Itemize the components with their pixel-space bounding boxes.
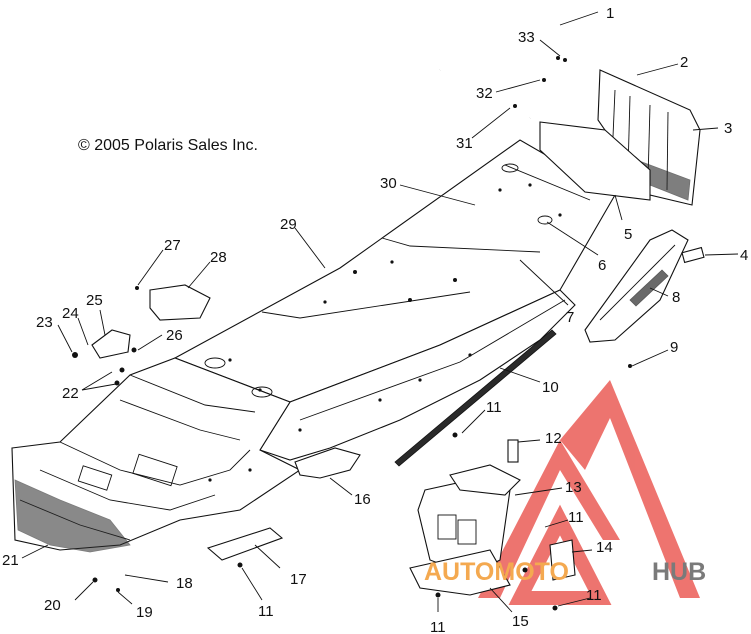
callout-23: 23 (36, 314, 53, 331)
callout-labels: 1 2 3 4 5 6 7 8 9 10 11 12 13 14 15 16 1… (2, 5, 748, 634)
callout-18: 18 (176, 575, 193, 592)
callout-11c: 11 (258, 603, 274, 620)
callout-19: 19 (136, 604, 153, 621)
callout-15: 15 (512, 613, 529, 630)
callout-3: 3 (724, 120, 732, 137)
watermark-hub: HUB (652, 558, 706, 586)
rear-plate (539, 121, 651, 201)
leader-lines (21, 11, 739, 613)
callout-11e: 11 (586, 587, 602, 604)
bracket-25 (91, 329, 131, 359)
callout-12: 12 (545, 430, 562, 447)
callout-28: 28 (210, 249, 227, 266)
chassis-tunnel (11, 139, 616, 553)
callout-33: 33 (518, 29, 535, 46)
skid-plate (409, 549, 511, 596)
watermark-auto: AUTOMOTO (424, 558, 569, 586)
callout-14: 14 (596, 539, 613, 556)
small-plate (549, 539, 576, 581)
callout-8: 8 (672, 289, 680, 306)
callout-27: 27 (164, 237, 181, 254)
callout-29: 29 (280, 216, 297, 233)
callout-24: 24 (62, 305, 79, 322)
callout-17: 17 (290, 571, 307, 588)
cover-plate (206, 527, 284, 561)
callout-6: 6 (598, 257, 606, 274)
callout-22: 22 (62, 385, 79, 402)
clip-12 (507, 439, 519, 463)
callout-21: 21 (2, 552, 19, 569)
callout-13: 13 (565, 479, 582, 496)
bumper-clip (681, 246, 705, 264)
callout-11a: 11 (486, 399, 502, 416)
watermark-logo (478, 380, 700, 605)
callout-20: 20 (44, 597, 61, 614)
watermark-text: AUTOMOTO HUB (424, 558, 706, 586)
callout-32: 32 (476, 85, 493, 102)
bracket-28 (149, 284, 211, 321)
callout-5: 5 (624, 226, 632, 243)
callout-11d: 11 (430, 619, 446, 634)
callout-4: 4 (740, 247, 748, 264)
callout-10: 10 (542, 379, 559, 396)
callout-31: 31 (456, 135, 473, 152)
callout-25: 25 (86, 292, 103, 309)
copyright-text: © 2005 Polaris Sales Inc. (78, 137, 258, 154)
callout-26: 26 (166, 327, 183, 344)
callout-11b: 11 (568, 509, 584, 526)
callout-7: 7 (566, 309, 574, 326)
callout-30: 30 (380, 175, 397, 192)
callout-1: 1 (606, 5, 614, 22)
callout-16: 16 (354, 491, 371, 508)
grab-bar (438, 7, 606, 120)
rear-bumper (584, 229, 689, 343)
callout-2: 2 (680, 54, 688, 71)
callout-9: 9 (670, 339, 678, 356)
